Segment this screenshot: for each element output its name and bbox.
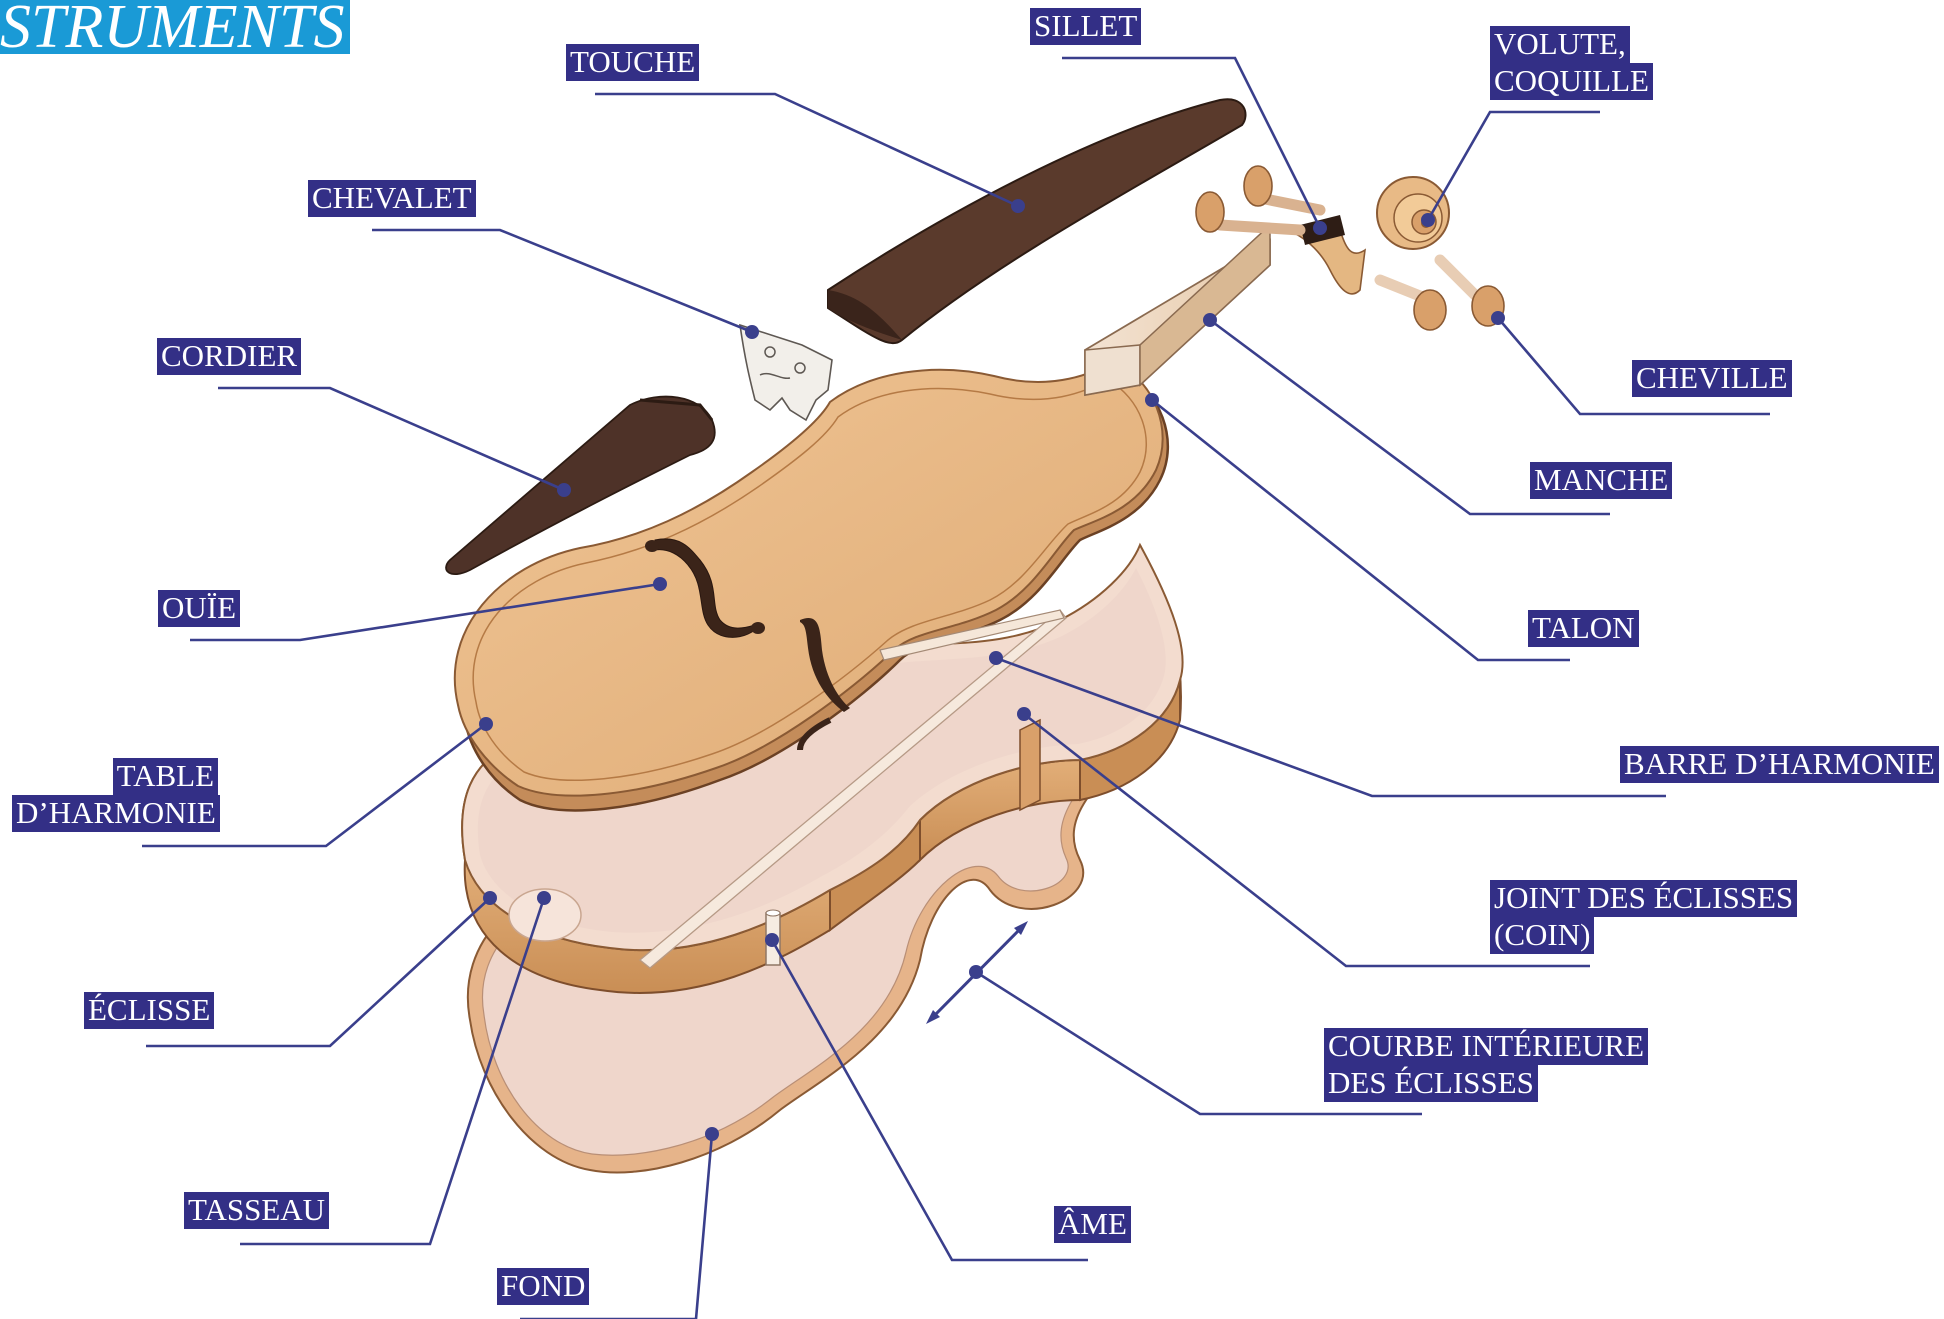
label-ame: ÂME (1054, 1206, 1131, 1243)
leader-dot-manche (1203, 313, 1217, 327)
label-cheville: CHEVILLE (1632, 360, 1792, 397)
bridge (740, 325, 832, 420)
leader-cordier (218, 388, 564, 490)
leader-dot-sillet (1313, 221, 1327, 235)
leader-dot-touche (1011, 199, 1025, 213)
label-chevalet: CHEVALET (308, 180, 476, 217)
leader-touche (595, 94, 1018, 206)
leader-dot-joint (1017, 707, 1031, 721)
label-cordier: CORDIER (157, 338, 301, 375)
leader-dot-ame (765, 933, 779, 947)
neck (1085, 215, 1365, 395)
label-tasseau: TASSEAU (184, 1192, 329, 1229)
label-sillet: SILLET (1030, 8, 1141, 45)
leader-dot-barre (989, 651, 1003, 665)
leader-dot-talon (1145, 393, 1159, 407)
leader-dot-cheville (1491, 311, 1505, 325)
label-touche: TOUCHE (566, 44, 699, 81)
label-talon: TALON (1528, 610, 1639, 647)
leader-dot-volute (1421, 213, 1435, 227)
leader-dot-courbe (969, 965, 983, 979)
pegs (1196, 166, 1504, 330)
leader-volute (1428, 112, 1600, 220)
scroll (1377, 177, 1449, 249)
label-ouie: OUÏE (158, 590, 240, 627)
leader-dot-eclisse (483, 891, 497, 905)
leader-dot-tasseau (537, 891, 551, 905)
leader-dot-fond (705, 1127, 719, 1141)
leader-chevalet (372, 230, 752, 332)
leader-dot-table (479, 717, 493, 731)
leader-dot-ouie (653, 577, 667, 591)
label-barre-harmonie: BARRE D’HARMONIE (1620, 746, 1939, 783)
leader-dot-cordier (557, 483, 571, 497)
label-eclisse: ÉCLISSE (84, 992, 214, 1029)
label-fond: FOND (497, 1268, 589, 1305)
label-volute: VOLUTE,COQUILLE (1490, 26, 1653, 100)
leader-dot-chevalet (745, 325, 759, 339)
leader-talon (1152, 400, 1570, 660)
label-manche: MANCHE (1530, 462, 1672, 499)
label-joint-eclisses: JOINT DES ÉCLISSES(COIN) (1490, 880, 1797, 954)
